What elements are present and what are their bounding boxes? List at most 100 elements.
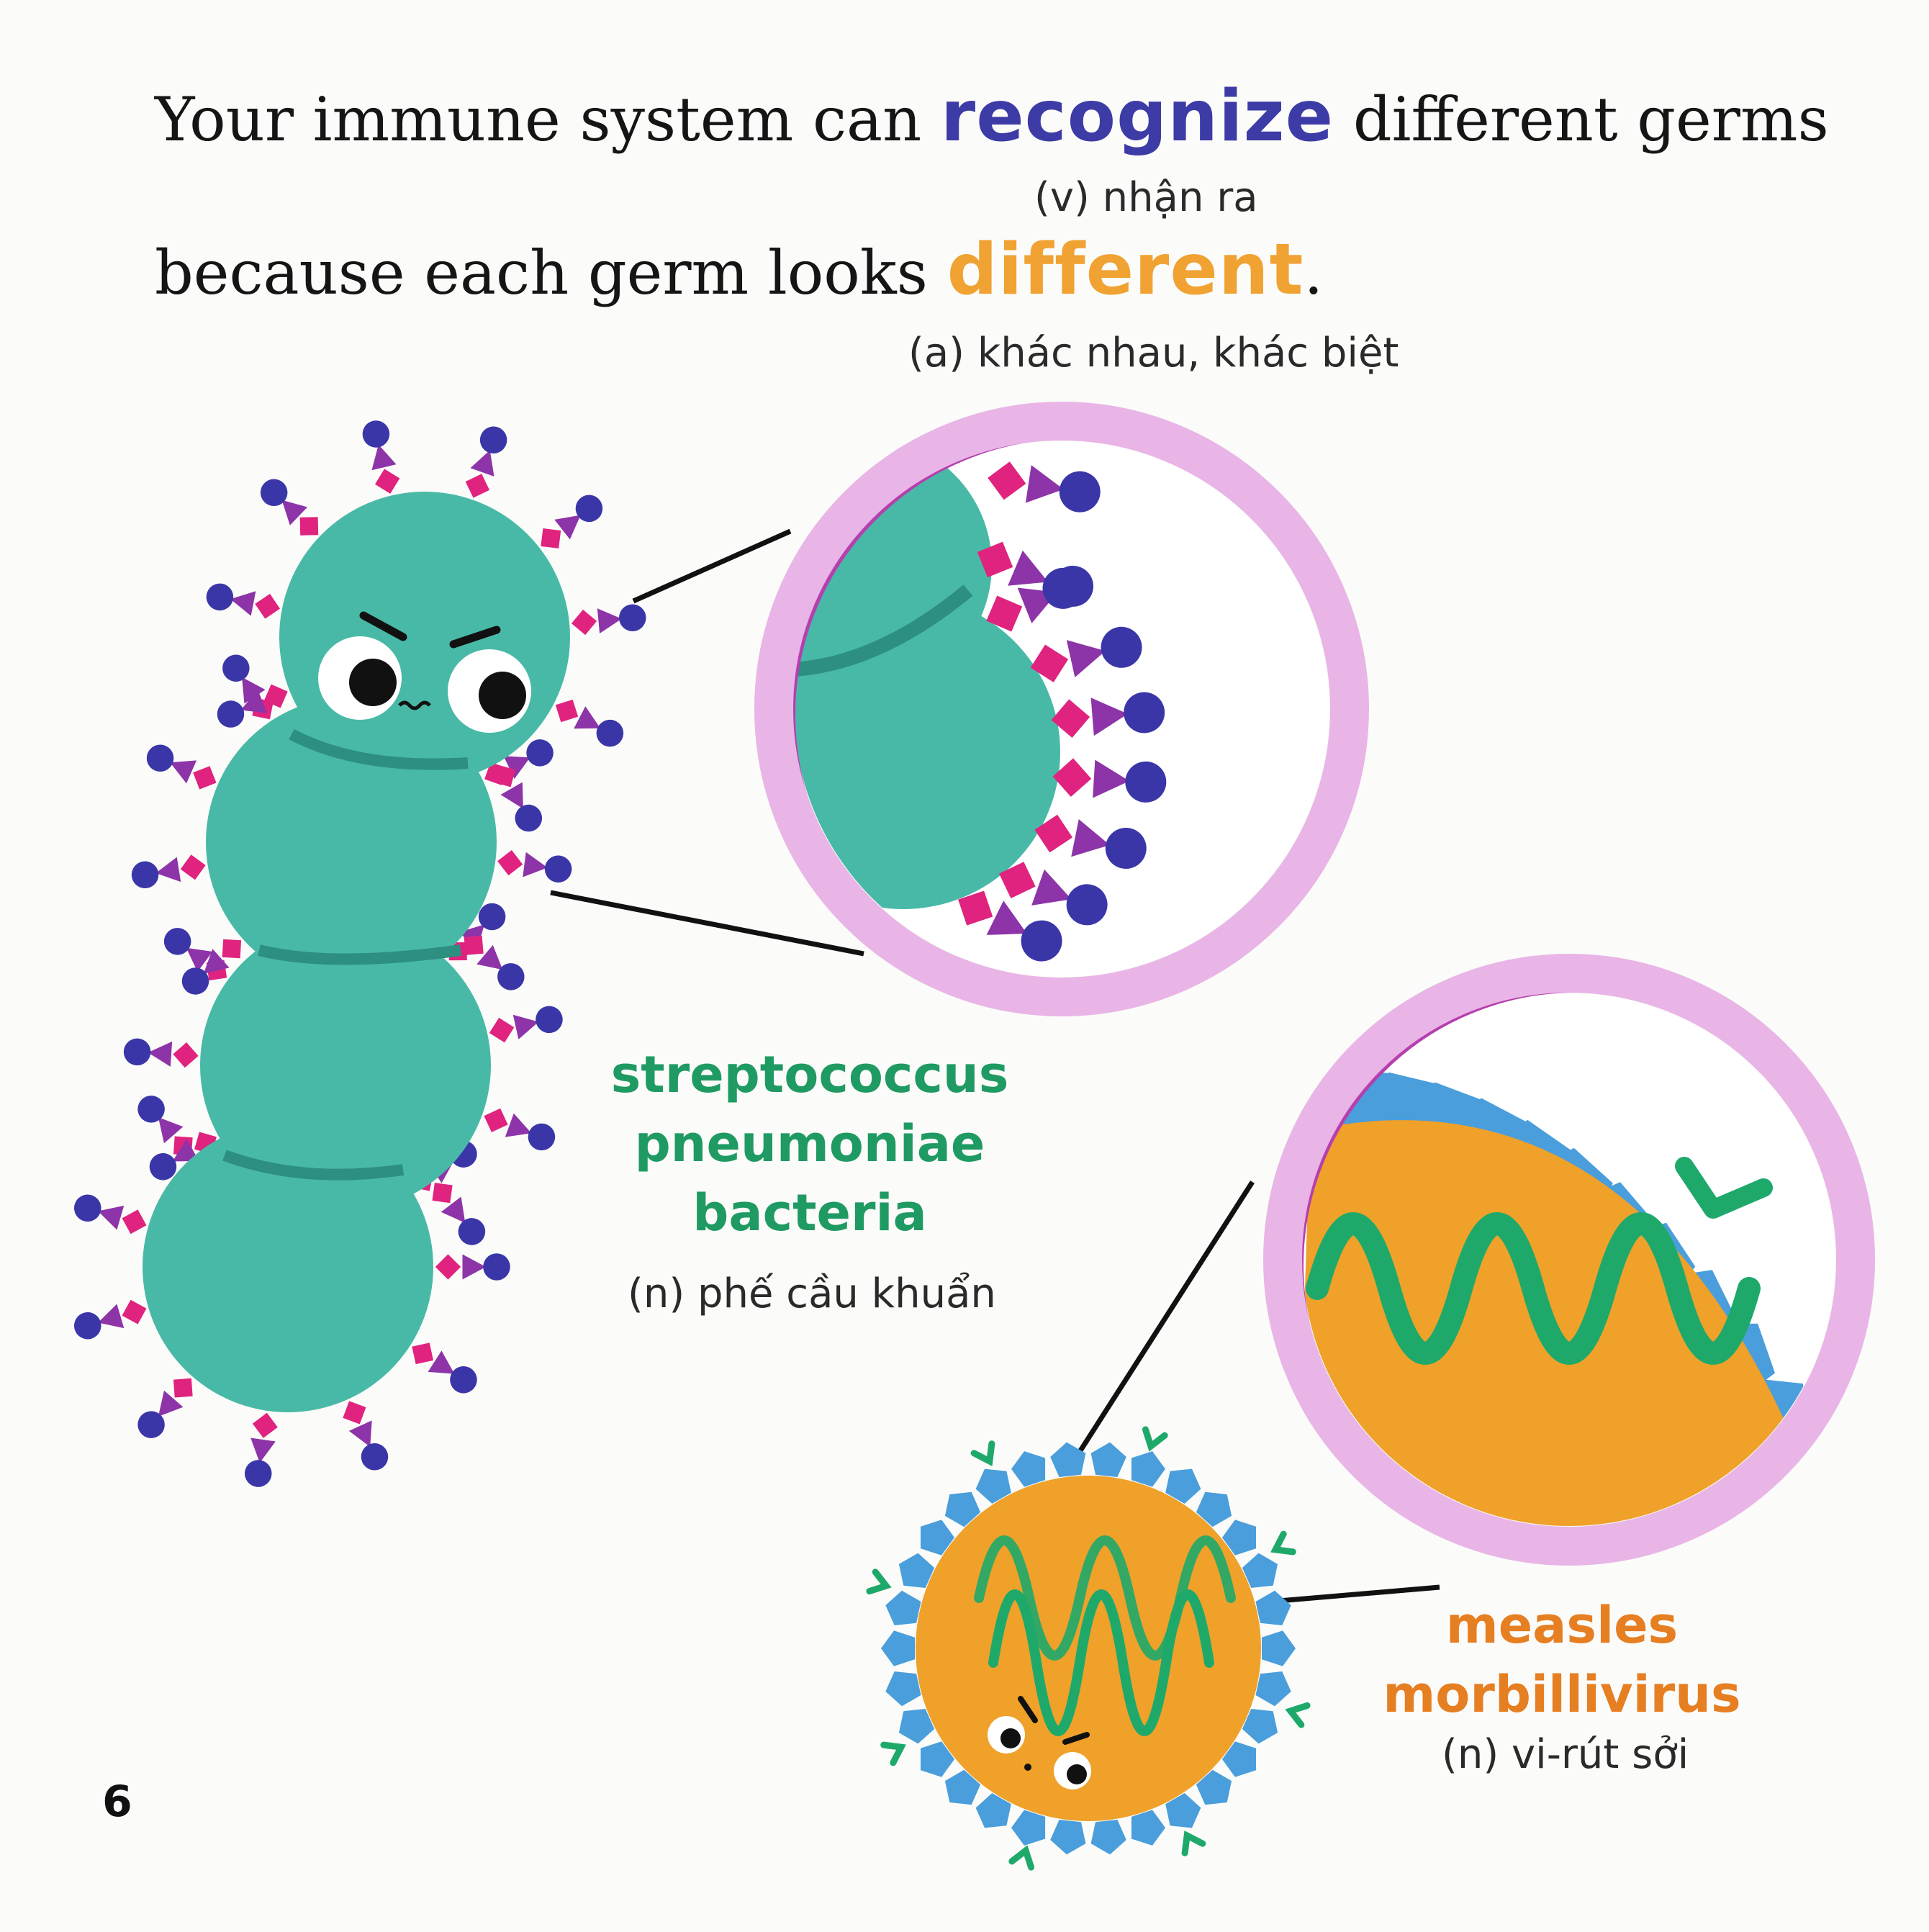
surface-protein — [555, 699, 624, 747]
capsomere — [898, 1709, 935, 1744]
virus-capsomeres — [866, 1426, 1311, 1871]
streptococcus-illustration — [73, 420, 646, 1487]
capsomere — [975, 1793, 1011, 1828]
surface-protein — [999, 862, 1108, 926]
surface-protein — [131, 854, 206, 889]
surface-protein — [435, 1253, 510, 1281]
virus-name-line: measles — [1445, 1596, 1679, 1655]
surface-protein — [73, 1299, 147, 1340]
surface-protein — [1034, 814, 1147, 869]
capsomere — [885, 1590, 921, 1625]
sentence-text: because each germ looks — [155, 238, 947, 308]
surface-protein — [73, 1194, 147, 1234]
virus-translation: (n) vi-rút sởi — [1442, 1731, 1689, 1778]
capsomere — [1262, 1630, 1296, 1666]
capsomere — [921, 1520, 954, 1556]
capsomere — [921, 1741, 954, 1777]
capsomere — [1242, 1553, 1278, 1588]
capsomere — [1222, 1520, 1256, 1556]
virus-spike — [1285, 1702, 1311, 1728]
capsomere — [1050, 1820, 1086, 1855]
virus-spike — [970, 1440, 995, 1466]
bacteria-name-line: bacteria — [692, 1183, 927, 1242]
keyword-different: different — [947, 229, 1304, 311]
capsomere — [1011, 1451, 1046, 1487]
virus-spike — [1008, 1845, 1035, 1871]
surface-protein — [1030, 626, 1142, 682]
capsomere — [1242, 1709, 1278, 1744]
bacteria-name-line: streptococcus — [610, 1045, 1009, 1104]
surface-protein — [497, 850, 572, 883]
capsomere — [1050, 1442, 1086, 1477]
surface-protein — [465, 426, 507, 498]
surface-protein — [464, 935, 525, 990]
capsomere — [1011, 1810, 1046, 1846]
surface-protein — [958, 890, 1062, 962]
capsomere — [1131, 1810, 1165, 1846]
surface-protein — [493, 764, 543, 832]
capsomere — [1165, 1793, 1201, 1828]
virus-spike — [866, 1568, 892, 1595]
surface-protein — [571, 604, 646, 636]
page-number: 6 — [102, 1777, 132, 1827]
capsomere — [1196, 1491, 1232, 1527]
surface-protein — [541, 495, 603, 549]
keyword-recognize-gloss: (v) nhận ra — [1034, 174, 1258, 221]
surface-protein — [484, 1108, 556, 1151]
surface-protein — [123, 1038, 199, 1068]
sentence-line-2: because each germ looks different. — [155, 229, 1323, 311]
surface-protein — [362, 420, 400, 494]
bacteria-translation: (n) phế cầu khuẩn — [628, 1270, 996, 1317]
virus-face — [988, 1696, 1091, 1789]
zoomed-surface-proteins — [958, 461, 1167, 962]
capsomere — [885, 1671, 921, 1707]
bacteria-face — [318, 611, 531, 733]
capsomere — [1131, 1451, 1165, 1487]
bacteria-name-label: streptococcus pneumoniae bacteria — [576, 1040, 1044, 1247]
capsomere — [881, 1630, 915, 1666]
capsomere — [1090, 1442, 1126, 1477]
measles-virus-illustration — [866, 1426, 1311, 1871]
sentence-text: . — [1304, 238, 1324, 308]
sentence-text: Your immune system can — [155, 84, 941, 155]
surface-protein — [412, 1342, 477, 1394]
bacteria-zoom-lens — [754, 402, 1369, 1016]
surface-protein — [432, 1183, 486, 1245]
bacteria-name-line: pneumoniae — [634, 1114, 985, 1173]
connector-lines — [550, 528, 1440, 1604]
surface-protein — [206, 583, 280, 619]
surface-protein — [137, 1378, 193, 1438]
surface-protein — [988, 461, 1101, 513]
surface-protein — [977, 541, 1084, 609]
surface-protein — [343, 1401, 389, 1471]
virus-spike — [1181, 1831, 1206, 1856]
capsomere — [1196, 1769, 1232, 1805]
capsomere — [1165, 1468, 1201, 1504]
capsomere — [1255, 1671, 1291, 1707]
keyword-different-gloss: (a) khác nhau, khác biệt — [908, 330, 1399, 376]
capsomere — [1222, 1741, 1256, 1777]
sentence-text: different germs — [1334, 84, 1829, 155]
surface-protein — [1052, 758, 1167, 803]
virus-zoom-lens — [1263, 954, 1875, 1566]
virus-spike — [1142, 1426, 1168, 1452]
surface-protein — [244, 1412, 278, 1487]
virus-spike — [1270, 1530, 1296, 1556]
capsomere — [898, 1553, 935, 1588]
surface-protein — [260, 479, 319, 536]
surface-protein — [181, 939, 242, 995]
surface-protein — [146, 744, 217, 790]
surface-protein — [217, 684, 288, 728]
sentence-line-1: Your immune system can recognize differe… — [155, 76, 1829, 158]
capsomere — [944, 1769, 981, 1805]
surface-protein — [1051, 692, 1165, 738]
virus-name-label: measles morbillivirus — [1353, 1591, 1771, 1729]
capsomere — [1255, 1590, 1291, 1625]
virus-name-line: morbillivirus — [1383, 1665, 1741, 1724]
capsomere — [1090, 1820, 1126, 1855]
capsomere — [944, 1491, 981, 1527]
keyword-recognize: recognize — [940, 76, 1334, 158]
capsomere — [975, 1468, 1011, 1504]
